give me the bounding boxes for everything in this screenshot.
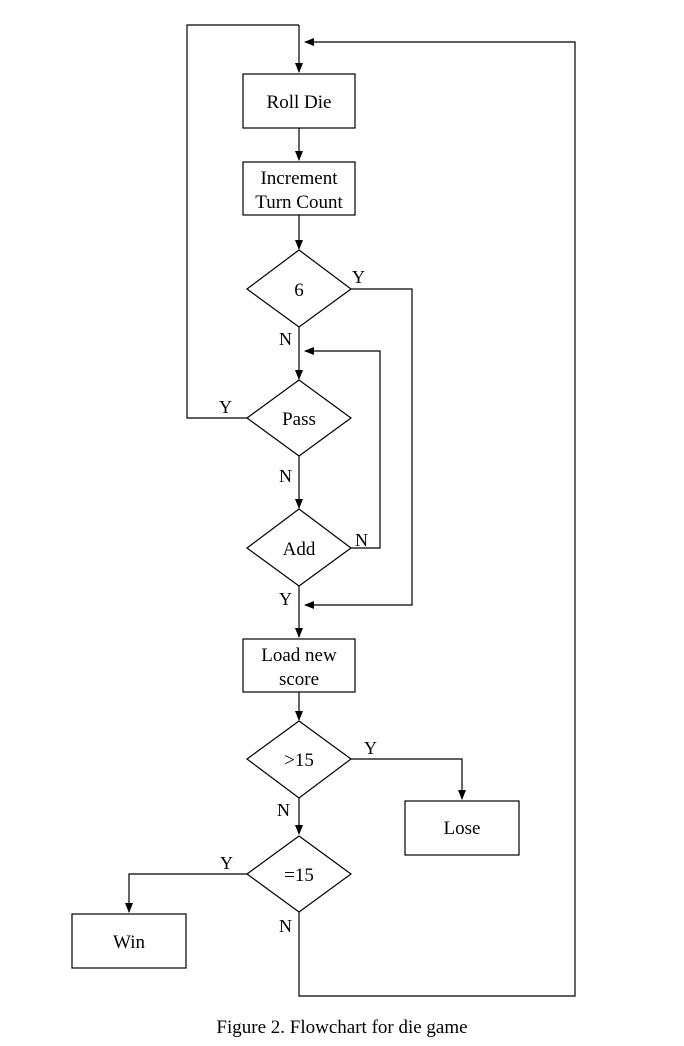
gt15-decision: >15 <box>245 720 353 799</box>
connector-add-no-loop <box>304 347 381 549</box>
pass-decision: Pass <box>245 379 353 457</box>
add-no-label: N <box>355 530 368 550</box>
roll-die-node: Roll Die <box>242 73 356 129</box>
lose-node: Lose <box>404 800 520 856</box>
connector-pass-yes-loop <box>186 24 299 419</box>
connector-eq15-no-loop <box>298 38 576 997</box>
figure-caption: Figure 2. Flowchart for die game <box>216 1017 467 1038</box>
connector-gt15-yes-to-lose <box>351 758 466 800</box>
eq15-yes-label: Y <box>220 853 233 873</box>
connector-six-yes-to-load <box>304 288 413 609</box>
load-label-line2: score <box>279 669 319 690</box>
load-label-line1: Load new <box>261 645 337 666</box>
lose-label: Lose <box>444 818 481 839</box>
six-no-label: N <box>279 329 292 349</box>
win-node: Win <box>71 913 187 969</box>
six-decision: 6 <box>245 249 353 328</box>
six-yes-label: Y <box>352 267 365 287</box>
increment-label-line2: Turn Count <box>255 192 343 213</box>
pass-label: Pass <box>282 409 316 430</box>
pass-no-label: N <box>279 466 292 486</box>
gt15-yes-label: Y <box>364 738 377 758</box>
pass-yes-label: Y <box>219 397 232 417</box>
add-label: Add <box>283 539 316 560</box>
connector-eq15-yes-to-win <box>125 873 247 913</box>
six-label: 6 <box>294 280 304 301</box>
increment-label-line1: Increment <box>260 168 338 189</box>
increment-turn-count-node: Increment Turn Count <box>242 161 356 216</box>
load-new-score-node: Load new score <box>242 638 356 693</box>
eq15-label: =15 <box>284 865 314 886</box>
eq15-decision: =15 <box>245 835 353 913</box>
roll-die-label: Roll Die <box>267 92 332 113</box>
eq15-no-label: N <box>279 916 292 936</box>
add-yes-label: Y <box>279 589 292 609</box>
add-decision: Add <box>245 508 353 587</box>
win-label: Win <box>113 932 145 953</box>
gt15-no-label: N <box>277 800 290 820</box>
gt15-label: >15 <box>284 750 314 771</box>
